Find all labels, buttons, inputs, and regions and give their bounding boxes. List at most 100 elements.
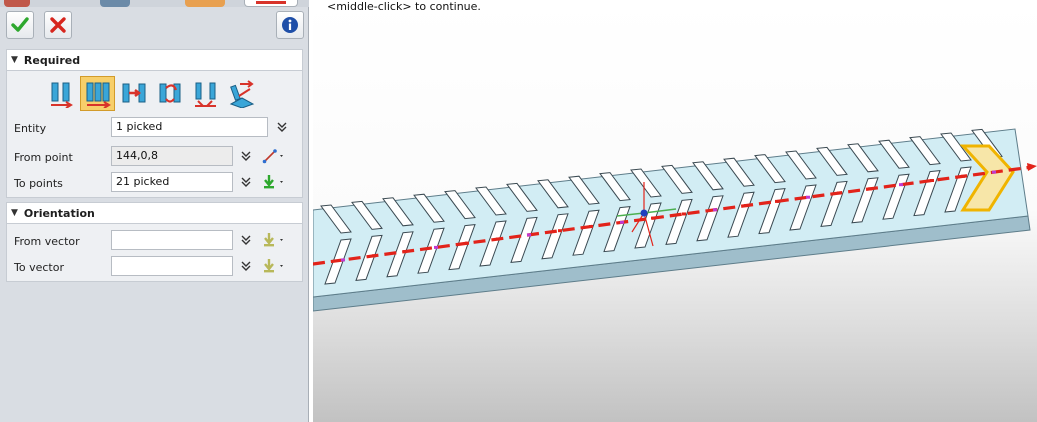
target-point-marker (868, 187, 872, 191)
to-vector-label: To vector (14, 261, 64, 274)
copy-path-line (313, 165, 1033, 266)
tab-active-arrow-icon (256, 1, 286, 4)
cancel-button[interactable] (44, 11, 72, 39)
target-point-marker (899, 183, 903, 187)
one-to-one-icon (50, 82, 73, 108)
cancel-icon (50, 17, 66, 33)
slot-upper (506, 182, 538, 212)
slot-lower (944, 166, 972, 213)
graphics-viewport[interactable]: <middle-click> to continue. (313, 0, 1037, 422)
method-icon-bar (44, 76, 259, 111)
one-to-many-icon (86, 82, 111, 108)
ok-button[interactable] (6, 11, 34, 39)
selected-chevron-highlight[interactable] (959, 144, 1015, 212)
slot-upper (568, 175, 600, 205)
pattern-copy-icon (194, 82, 216, 107)
target-point-marker (527, 233, 531, 237)
to-vector-pick-icon[interactable] (262, 258, 286, 274)
slot-lower (572, 209, 600, 256)
target-point-marker (775, 199, 779, 203)
slot-lower (479, 220, 507, 267)
section-title-orientation: Orientation (23, 206, 95, 220)
slot-upper (413, 193, 445, 223)
slot-upper (692, 161, 724, 191)
to-vector-expand-chevron-icon[interactable] (239, 259, 253, 273)
target-points (341, 170, 996, 262)
to-points-pick-icon[interactable] (262, 174, 286, 190)
tab-fragment-1[interactable] (4, 0, 30, 7)
target-point-marker (651, 216, 655, 220)
slot-upper (475, 186, 507, 216)
method-rotate-copy-button[interactable] (152, 76, 187, 111)
path-end-arrow-icon (1027, 163, 1037, 171)
slot-lower (417, 227, 445, 274)
section-title-required: Required (23, 53, 81, 67)
offset-copy-icon (122, 83, 145, 102)
section-header-orientation[interactable]: ▼ Orientation (6, 202, 303, 224)
target-point-marker (558, 229, 562, 233)
entity-label: Entity (14, 122, 47, 135)
slot-lower (665, 198, 693, 245)
slot-upper (878, 139, 910, 169)
target-point-marker (806, 195, 810, 199)
from-point-label: From point (14, 151, 73, 164)
slot-lower (386, 231, 414, 278)
slot-upper (847, 143, 879, 173)
to-points-expand-chevron-icon[interactable] (239, 175, 253, 189)
to-points-label: To points (14, 177, 63, 190)
method-pattern-copy-button[interactable] (188, 76, 223, 111)
info-icon (282, 17, 298, 33)
from-vector-expand-chevron-icon[interactable] (239, 233, 253, 247)
part-scene[interactable] (313, 0, 1037, 422)
method-one-to-one-button[interactable] (44, 76, 79, 111)
to-points-field[interactable]: 21 picked (111, 172, 233, 192)
to-vector-field[interactable] (111, 256, 233, 276)
method-align-copy-button[interactable] (224, 76, 259, 111)
from-vector-label: From vector (14, 235, 80, 248)
method-offset-copy-button[interactable] (116, 76, 151, 111)
slot-upper (723, 157, 755, 187)
slot-upper (785, 150, 817, 180)
from-point-field[interactable]: 144,0,8 (111, 146, 233, 166)
align-copy-icon (229, 79, 254, 108)
target-point-marker (372, 254, 376, 258)
target-point-marker (682, 212, 686, 216)
slot-lower (541, 213, 569, 260)
target-point-marker (992, 170, 996, 174)
slot-upper (754, 154, 786, 184)
slot-upper (599, 172, 631, 202)
slot-upper (661, 164, 693, 194)
slot-upper (940, 132, 972, 162)
info-button[interactable] (276, 11, 304, 39)
entity-expand-chevron-icon[interactable] (275, 120, 289, 134)
origin-triad-icon (616, 182, 677, 247)
slot-upper (444, 190, 476, 220)
slot-upper (909, 136, 941, 166)
slot-lower (510, 216, 538, 263)
collapse-triangle-icon[interactable]: ▼ (11, 55, 18, 65)
target-point-marker (837, 191, 841, 195)
tab-fragment-2[interactable] (100, 0, 130, 7)
from-point-expand-chevron-icon[interactable] (239, 149, 253, 163)
target-point-marker (961, 174, 965, 178)
target-point-marker (341, 258, 345, 262)
target-point-marker (465, 241, 469, 245)
from-point-pick-icon[interactable] (262, 148, 286, 164)
section-header-required[interactable]: ▼ Required (6, 49, 303, 71)
slot-upper (320, 204, 352, 234)
target-point-marker (620, 220, 624, 224)
target-point-marker (744, 204, 748, 208)
collapse-triangle-icon[interactable]: ▼ (11, 208, 18, 218)
slot-pattern (320, 128, 1003, 285)
target-point-marker (930, 178, 934, 182)
slot-upper (382, 197, 414, 227)
from-vector-pick-icon[interactable] (262, 232, 286, 248)
slot-lower (603, 206, 631, 253)
target-point-marker (496, 237, 500, 241)
feature-panel: ▼ Required (0, 0, 309, 422)
method-one-to-many-button[interactable] (80, 76, 115, 111)
command-prompt: <middle-click> to continue. (327, 0, 481, 13)
entity-field[interactable]: 1 picked (111, 117, 268, 137)
from-vector-field[interactable] (111, 230, 233, 250)
tab-fragment-3[interactable] (185, 0, 225, 7)
